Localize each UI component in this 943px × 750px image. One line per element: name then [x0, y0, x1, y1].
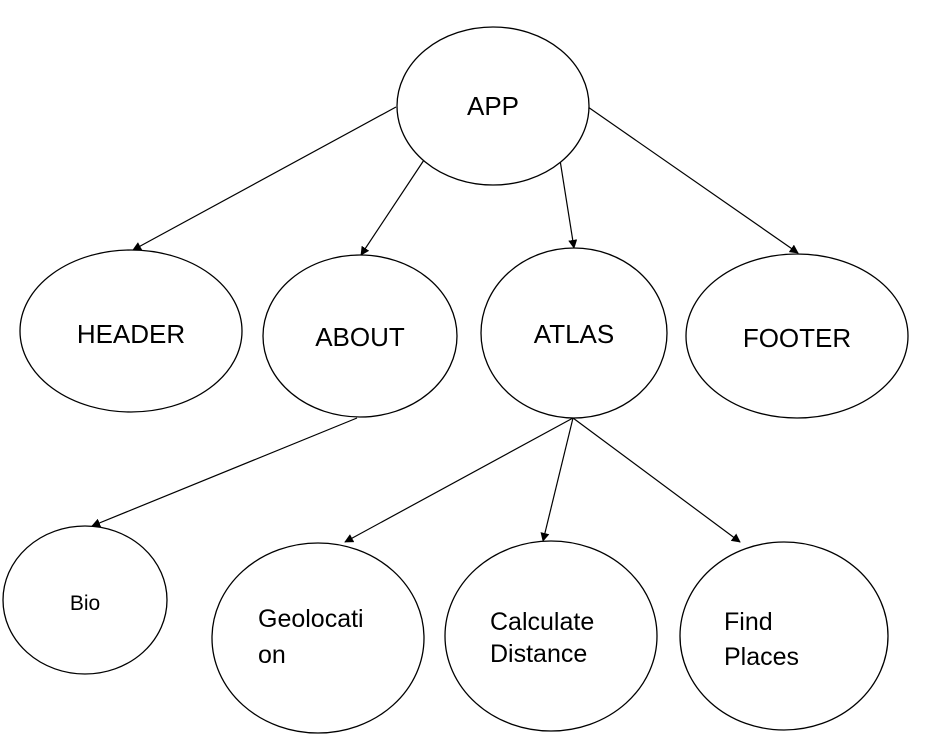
- node-about: ABOUT: [262, 254, 458, 418]
- edge-atlas-geolocation: [344, 417, 574, 543]
- edge-app-atlas: [559, 159, 578, 249]
- node-bio-label: Bio: [70, 592, 100, 615]
- node-geolocation-label-line-1: Geolocati: [258, 605, 364, 633]
- node-calculate-distance: Calculate Distance: [444, 540, 658, 732]
- node-header-label: HEADER: [77, 319, 185, 349]
- node-atlas: ATLAS: [480, 247, 668, 419]
- node-geolocation-shape: [211, 542, 425, 734]
- node-geolocation-label: Geolocati on: [258, 605, 371, 669]
- node-calculate-distance-label-line-2: Distance: [490, 640, 587, 668]
- node-calculate-distance-shape: [444, 540, 658, 732]
- edges: [91, 106, 799, 543]
- node-calculate-distance-label: Calculate Distance: [490, 608, 601, 668]
- node-app-shape: [396, 26, 590, 186]
- edge-app-about: [360, 159, 425, 256]
- node-geolocation: Geolocati on: [211, 542, 425, 734]
- node-find-places: Find Places: [679, 541, 889, 731]
- node-about-label: ABOUT: [315, 322, 405, 352]
- node-footer: FOOTER: [685, 253, 909, 419]
- edge-atlas-calculate-distance: [540, 417, 574, 542]
- node-header: HEADER: [19, 249, 243, 413]
- node-geolocation-label-line-2: on: [258, 641, 286, 669]
- edge-app-header: [132, 106, 397, 251]
- node-footer-label: FOOTER: [743, 323, 851, 353]
- node-find-places-label-line-2: Places: [724, 643, 799, 671]
- node-about-shape: [262, 254, 458, 418]
- node-app-label: APP: [467, 91, 519, 121]
- node-find-places-label: Find Places: [724, 608, 799, 671]
- node-bio: Bio: [2, 525, 168, 675]
- node-header-shape: [19, 249, 243, 413]
- edge-app-footer: [587, 106, 799, 254]
- node-find-places-shape: [679, 541, 889, 731]
- node-app: APP: [396, 26, 590, 186]
- node-calculate-distance-label-line-1: Calculate: [490, 608, 594, 636]
- edge-about-bio: [91, 417, 358, 528]
- node-atlas-shape: [480, 247, 668, 419]
- node-footer-shape: [685, 253, 909, 419]
- node-find-places-label-line-1: Find: [724, 608, 773, 636]
- node-atlas-label: ATLAS: [534, 319, 614, 349]
- edge-atlas-find-places: [572, 417, 741, 543]
- node-bio-shape: [2, 525, 168, 675]
